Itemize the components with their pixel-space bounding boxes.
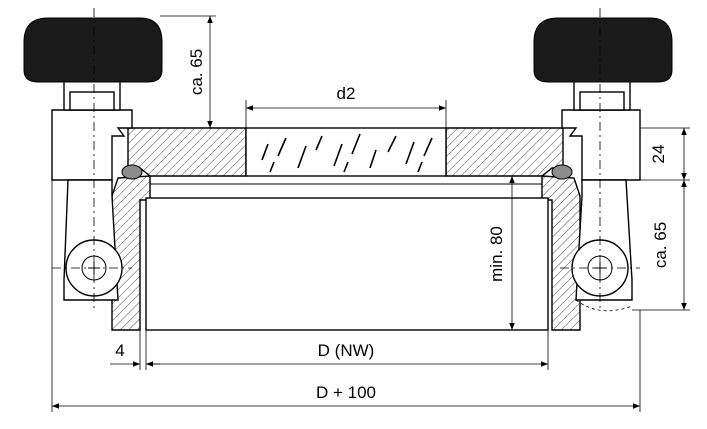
dim-wall-label: 4 xyxy=(115,341,124,360)
dim-knob-height xyxy=(160,15,216,128)
dim-glass-diameter-label: d2 xyxy=(337,84,356,103)
dim-knob-height-label: ca. 65 xyxy=(187,49,206,95)
dim-overall-label: D + 100 xyxy=(316,383,376,402)
dim-min-height-label: min. 80 xyxy=(487,226,506,282)
dim-nominal xyxy=(146,330,549,370)
right-clamp xyxy=(561,79,641,312)
dim-nominal-label: D (NW) xyxy=(318,341,375,360)
tank-nozzle xyxy=(111,175,581,331)
dim-clamp-height xyxy=(632,180,690,311)
seal-rings xyxy=(121,164,573,180)
dim-clamp-height-label: ca. 65 xyxy=(651,222,670,268)
centre-axes xyxy=(52,8,640,312)
dim-overall xyxy=(51,180,641,412)
right-knob xyxy=(533,17,673,83)
glass-disc xyxy=(245,127,447,177)
dim-flange-thickness-label: 24 xyxy=(649,145,668,164)
left-knob xyxy=(23,17,163,83)
left-clamp xyxy=(51,79,133,301)
dim-glass-diameter xyxy=(245,100,447,128)
